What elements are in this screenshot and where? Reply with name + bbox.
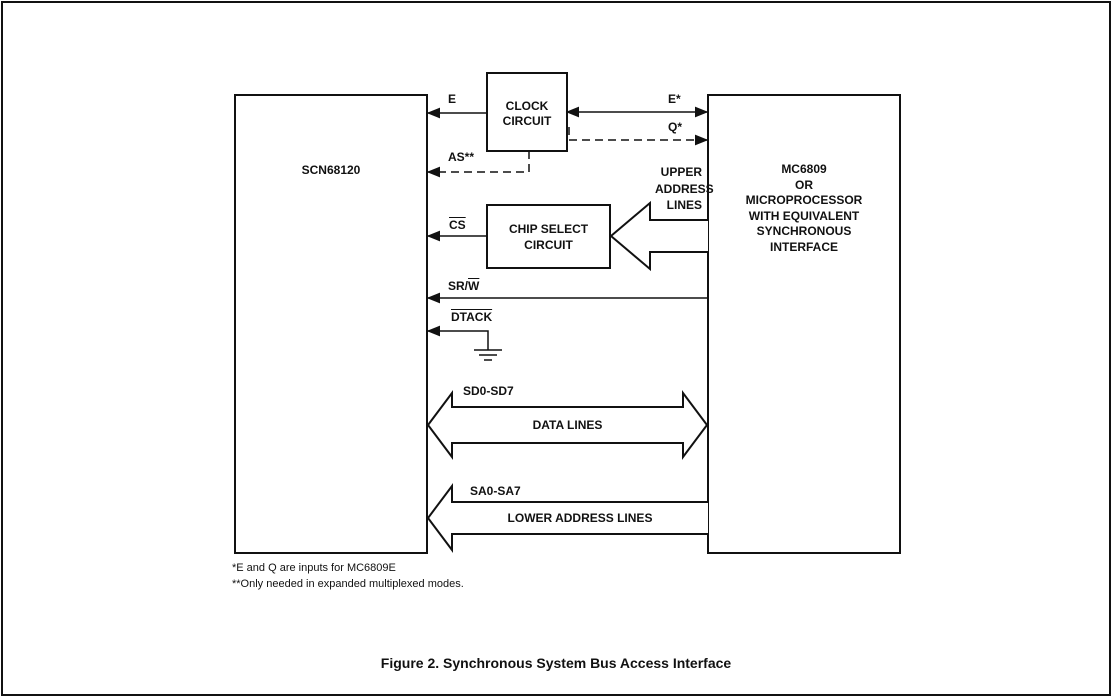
upper-address-label-line: ADDRESS [655,181,714,196]
ground-icon [474,349,502,361]
scn68120-label: SCN68120 [301,163,361,177]
as-label: AS** [448,150,475,164]
sr-label: SR/ [448,279,469,293]
footnote-2: **Only needed in expanded multiplexed mo… [232,578,464,590]
clock-circuit-label-line: CLOCK [505,99,549,113]
data-lines-bus-arrow [426,390,709,460]
cs-label: CS [449,218,466,232]
lower-address-lines-label: LOWER ADDRESS LINES [507,511,653,525]
chip-select-circuit-label: CHIP SELECT CIRCUIT [487,221,610,253]
q-star-signal-line [568,127,709,146]
mc6809-label-line: MC6809 [781,162,827,176]
mc6809-label-line: MICROPROCESSOR [745,193,863,207]
sr-w-label: SR/W [448,279,479,293]
upper-address-bus-arrow [609,200,708,272]
upper-address-label: UPPER ADDRESS LINES [655,164,714,214]
w-label: W [468,279,480,293]
q-star-label: Q* [668,120,683,134]
mc6809-block [707,94,901,554]
as-signal-line [426,151,530,178]
figure-caption: Figure 2. Synchronous System Bus Access … [380,655,732,671]
e-star-label: E* [668,92,681,106]
chip-select-circuit-label-line: CIRCUIT [524,238,573,252]
mc6809-label-line: WITH EQUIVALENT [748,208,860,223]
upper-address-label-line: LINES [666,198,702,212]
mc6809-label: MC6809 OR MICROPROCESSOR WITH EQUIVALENT… [708,162,900,255]
upper-address-label-line: UPPER [660,165,702,179]
mc6809-label-line: INTERFACE [769,239,838,254]
dtack-label: DTACK [451,310,493,324]
clock-circuit-label-line: CIRCUIT [502,114,552,128]
lower-address-bus-arrow [426,483,708,553]
mc6809-label-line: OR [795,177,813,192]
sd-label: SD0-SD7 [463,384,514,398]
dtack-signal-line [426,325,489,350]
scn68120-block [234,94,428,554]
e-label: E [448,92,457,106]
sa-label: SA0-SA7 [470,484,521,498]
chip-select-circuit-label-line: CHIP SELECT [508,222,589,236]
clock-circuit-label: CLOCK CIRCUIT [487,99,567,129]
footnote-1: *E and Q are inputs for MC6809E [232,562,396,574]
data-lines-label: DATA LINES [532,418,603,432]
mc6809-label-line: SYNCHRONOUS [756,224,852,238]
